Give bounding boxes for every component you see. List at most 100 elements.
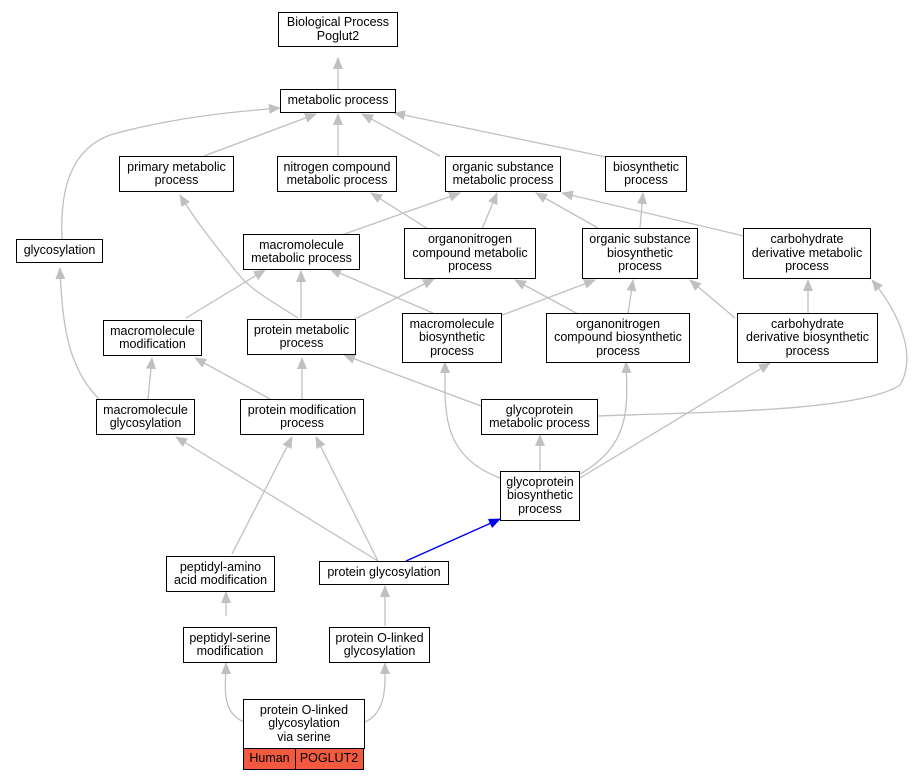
node-label-line: metabolic process (286, 173, 388, 187)
node-label-line: compound metabolic (412, 245, 528, 260)
node-label-line: macromolecule (103, 402, 188, 417)
node-primary-metabolic-process[interactable]: primary metabolic process (119, 156, 234, 192)
node-label-line: carbohydrate (770, 232, 844, 247)
node-label-line: acid modification (173, 573, 268, 587)
edge (514, 279, 579, 315)
node-macromolecule-glycosylation[interactable]: macromolecule glycosylation (96, 399, 195, 435)
node-label-line: nitrogen compound (283, 159, 391, 174)
node-organonitrogen-compound-biosynthetic-process[interactable]: organonitrogen compound biosynthetic pro… (546, 313, 690, 363)
node-label-line: protein O-linked (335, 630, 424, 645)
edge (179, 194, 299, 319)
node-peptidyl-serine-modification[interactable]: peptidyl-serine modification (183, 627, 277, 663)
node-label-line: metabolic process (287, 93, 389, 108)
edge (315, 436, 379, 562)
edge (439, 361, 501, 479)
node-label-line: process (618, 259, 662, 274)
node-carbohydrate-derivative-biosynthetic-process[interactable]: carbohydrate derivative biosynthetic pro… (737, 313, 878, 363)
node-label-line: primary metabolic (127, 159, 226, 174)
node-biological-process-root[interactable]: Biological Process Poglut2 (278, 12, 398, 47)
node-label-line: derivative biosynthetic (746, 330, 869, 345)
node-label-line: carbohydrate (771, 316, 844, 331)
node-label-line: organonitrogen (427, 232, 513, 247)
edge (335, 191, 461, 238)
node-label-line: organic substance (589, 232, 691, 247)
node-label-line: glycosylation (343, 644, 416, 658)
node-label-line: modification (196, 644, 264, 658)
node-label-line: glycosylation (268, 716, 340, 731)
node-label-line: modification (119, 337, 186, 351)
node-protein-modification-process[interactable]: protein modification process (240, 399, 364, 435)
node-carbohydrate-derivative-metabolic-process[interactable]: carbohydrate derivative metabolic proces… (743, 228, 871, 279)
node-label-line: protein modification (247, 402, 357, 417)
node-macromolecule-modification[interactable]: macromolecule modification (103, 320, 202, 356)
node-label-line: process (518, 501, 562, 516)
edge (220, 662, 245, 723)
edge (61, 103, 281, 240)
node-label-line: glycosylation (23, 243, 96, 258)
node-label-line: Poglut2 (316, 28, 360, 43)
node-label-line: peptidyl-amino (179, 559, 262, 574)
edge (354, 278, 435, 320)
node-label-line: process (279, 336, 324, 350)
node-label-line: protein metabolic (253, 322, 350, 337)
node-nitrogen-compound-metabolic-process[interactable]: nitrogen compound metabolic process (277, 156, 397, 192)
edge (535, 192, 599, 229)
node-label-line: Biological Process (286, 15, 390, 29)
edge (175, 436, 379, 562)
node-label-line: glycosylation (109, 416, 182, 430)
edge (561, 190, 745, 237)
node-glycoprotein-biosynthetic-process[interactable]: glycoprotein biosynthetic process (500, 471, 580, 521)
node-label-line: process (596, 343, 640, 358)
node-label-line: process (785, 259, 829, 274)
species-badge[interactable]: Human (243, 748, 296, 770)
node-protein-o-linked-glycosylation[interactable]: protein O-linked glycosylation (329, 627, 430, 663)
node-label-line: glycoprotein (506, 474, 574, 489)
edge (343, 354, 482, 407)
node-label-line: macromolecule (409, 316, 495, 331)
node-protein-o-linked-glycosylation-via-serine[interactable]: protein O-linked glycosylation via serin… (243, 699, 365, 749)
node-label-line: organonitrogen (575, 316, 661, 331)
node-label-line: compound biosynthetic (554, 330, 682, 345)
node-label-line: metabolic process (489, 416, 590, 430)
node-label-line: protein glycosylation (327, 565, 441, 580)
edge (370, 192, 429, 230)
node-label-line: process (154, 173, 199, 187)
node-organonitrogen-compound-metabolic-process[interactable]: organonitrogen compound metabolic proces… (404, 228, 536, 279)
node-label-line: process (448, 259, 492, 274)
edge (393, 110, 607, 158)
annotation-badges: Human POGLUT2 (243, 748, 364, 770)
edge (626, 279, 637, 315)
node-biosynthetic-process[interactable]: biosynthetic process (605, 156, 687, 192)
node-protein-glycosylation[interactable]: protein glycosylation (319, 561, 449, 585)
node-macromolecule-biosynthetic-process[interactable]: macromolecule biosynthetic process (402, 313, 502, 363)
node-organic-substance-metabolic-process[interactable]: organic substance metabolic process (445, 156, 561, 192)
node-label-line: process (280, 416, 324, 430)
node-label-line: via serine (277, 729, 331, 744)
edge (231, 436, 293, 555)
node-glycosylation[interactable]: glycosylation (16, 239, 103, 263)
edge (637, 192, 648, 229)
node-label-line: biosynthetic (418, 330, 485, 345)
edge (689, 279, 736, 319)
node-protein-metabolic-process[interactable]: protein metabolic process (247, 319, 356, 355)
edge (361, 113, 441, 157)
node-peptidyl-amino-acid-modification[interactable]: peptidyl-amino acid modification (166, 556, 275, 592)
edge (579, 362, 771, 479)
node-label-line: metabolic process (251, 251, 352, 265)
node-label-line: macromolecule (259, 237, 344, 252)
edge (481, 192, 498, 230)
gene-badge[interactable]: POGLUT2 (294, 748, 364, 770)
node-glycoprotein-metabolic-process[interactable]: glycoprotein metabolic process (481, 399, 598, 435)
node-label-line: protein O-linked (259, 702, 349, 717)
node-label-line: organic substance (452, 159, 554, 174)
edge (55, 267, 100, 400)
node-label-line: biosynthetic (612, 159, 679, 174)
edge-highlight (405, 518, 501, 562)
node-macromolecule-metabolic-process[interactable]: macromolecule metabolic process (243, 234, 360, 270)
node-organic-substance-biosynthetic-process[interactable]: organic substance biosynthetic process (582, 228, 698, 279)
edge (145, 357, 156, 400)
node-metabolic-process[interactable]: metabolic process (280, 89, 396, 113)
node-label-line: peptidyl-serine (189, 630, 271, 645)
node-label-line: derivative metabolic (751, 245, 863, 260)
node-label-line: metabolic process (452, 173, 554, 187)
